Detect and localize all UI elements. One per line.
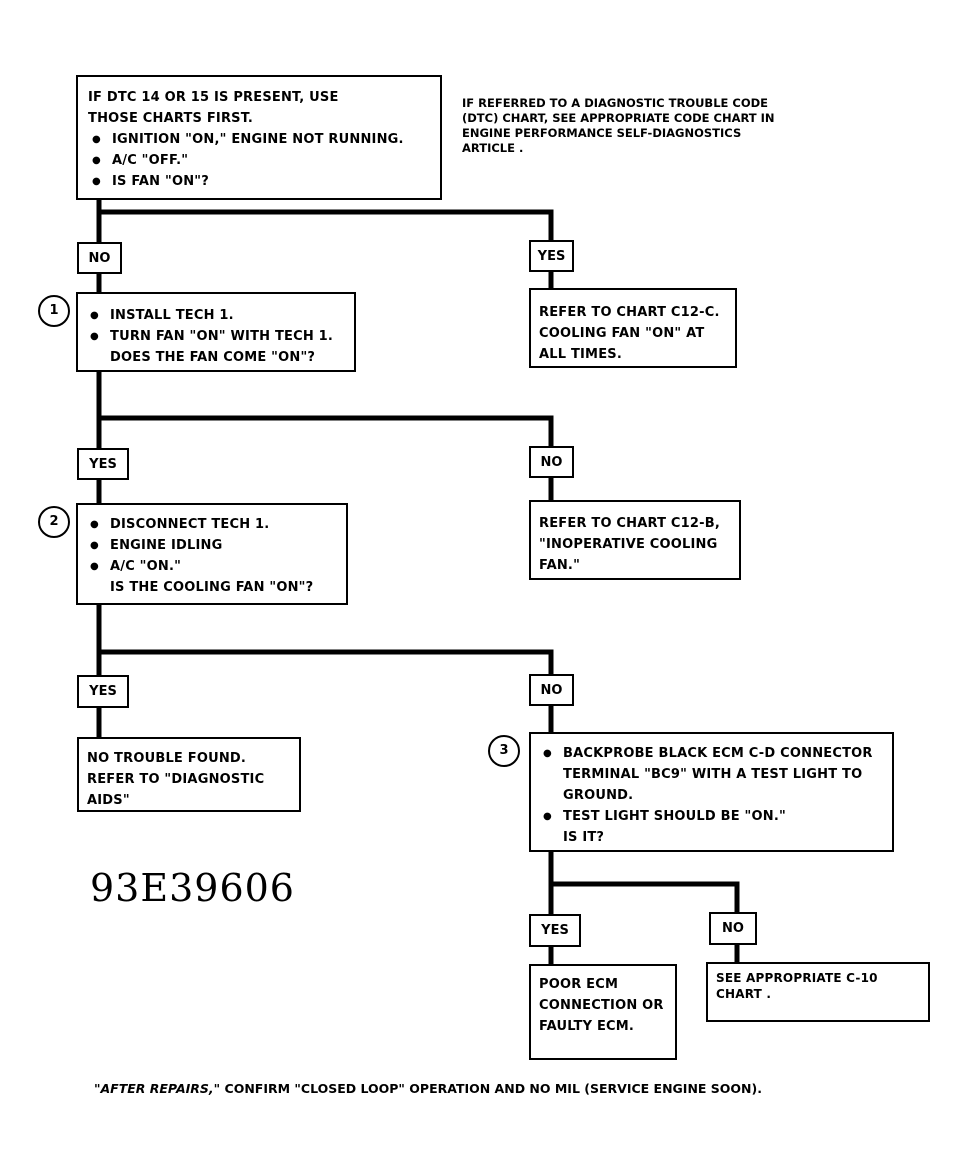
connector-step3-branch	[548, 849, 740, 915]
after-repairs-footer: "AFTER REPAIRS," CONFIRM "CLOSED LOOP" O…	[94, 1081, 762, 1096]
step-3-bullet-backprobe: BACKPROBE BLACK ECM C-D CONNECTOR TERMIN…	[539, 743, 884, 806]
connector-step1-branch	[96, 369, 554, 451]
start-no-label: NO	[77, 242, 122, 274]
step-2-bullet-ac-on: A/C "ON."	[86, 556, 338, 577]
start-intro-text: IF DTC 14 OR 15 IS PRESENT, USE THOSE CH…	[88, 90, 339, 126]
poor-ecm-connection-box: POOR ECM CONNECTION OR FAULTY ECM.	[529, 964, 677, 1060]
step-2-yes-label: YES	[77, 675, 129, 708]
step-1-box: INSTALL TECH 1. TURN FAN "ON" WITH TECH …	[76, 292, 356, 372]
dtc-reference-note: IF REFERRED TO A DIAGNOSTIC TROUBLE CODE…	[462, 96, 775, 155]
start-bullet-ignition: IGNITION "ON," ENGINE NOT RUNNING.	[88, 129, 432, 150]
step-3-number-circle: 3	[488, 735, 520, 767]
step-1-bullet-install: INSTALL TECH 1.	[86, 305, 346, 326]
step-1-question: DOES THE FAN COME "ON"?	[110, 350, 316, 365]
step-2-no-label: NO	[529, 674, 574, 706]
step-3-no-label: NO	[709, 912, 757, 945]
connector-step2-branch	[96, 601, 554, 678]
step-3-yes-label: YES	[529, 914, 581, 947]
step-2-number-circle: 2	[38, 506, 70, 538]
step-1-yes-label: YES	[77, 448, 129, 480]
step-3-question: IS IT?	[563, 830, 605, 845]
start-yes-label: YES	[529, 240, 574, 272]
figure-code: 93E39606	[90, 866, 295, 910]
refer-chart-c12b-box: REFER TO CHART C12-B, "INOPERATIVE COOLI…	[529, 500, 741, 580]
step-1-bullet-turn-fan: TURN FAN "ON" WITH TECH 1.	[86, 326, 346, 347]
start-bullet-fan-on: IS FAN "ON"?	[88, 171, 432, 192]
refer-chart-c12c-box: REFER TO CHART C12-C. COOLING FAN "ON" A…	[529, 288, 737, 368]
start-question-box: IF DTC 14 OR 15 IS PRESENT, USE THOSE CH…	[76, 75, 442, 200]
after-repairs-text: CONFIRM "CLOSED LOOP" OPERATION AND NO M…	[220, 1081, 762, 1096]
after-repairs-emphasis: "AFTER REPAIRS,"	[94, 1081, 221, 1096]
step-2-bullet-idling: ENGINE IDLING	[86, 535, 338, 556]
connector-start-branch	[96, 197, 554, 245]
step-1-number-circle: 1	[38, 295, 70, 327]
step-3-box: BACKPROBE BLACK ECM C-D CONNECTOR TERMIN…	[529, 732, 894, 852]
step-2-bullet-disconnect: DISCONNECT TECH 1.	[86, 514, 338, 535]
step-1-no-label: NO	[529, 446, 574, 478]
step-2-question: IS THE COOLING FAN "ON"?	[110, 580, 314, 595]
start-bullet-ac-off: A/C "OFF."	[88, 150, 432, 171]
no-trouble-found-box: NO TROUBLE FOUND. REFER TO "DIAGNOSTIC A…	[77, 737, 301, 812]
see-chart-c10-box: SEE APPROPRIATE C-10 CHART .	[706, 962, 930, 1022]
step-2-box: DISCONNECT TECH 1. ENGINE IDLING A/C "ON…	[76, 503, 348, 605]
step-3-bullet-test-light: TEST LIGHT SHOULD BE "ON."	[539, 806, 884, 827]
